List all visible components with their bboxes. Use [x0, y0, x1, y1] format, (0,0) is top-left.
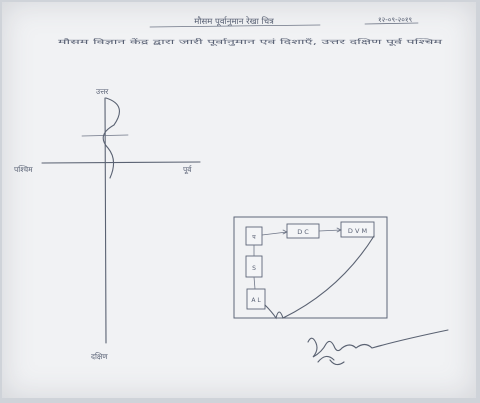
- block-dvm: [340, 221, 375, 238]
- arrowhead-dvm: [336, 227, 342, 233]
- block-dvm-label: D V M: [348, 227, 367, 235]
- page-title: मौसम पूर्वानुमान रेखा चित्र: [194, 16, 274, 27]
- date-text: १२-०९-२०१९: [378, 16, 413, 24]
- arrowhead-dc: [282, 229, 288, 235]
- title-underline: [149, 24, 321, 28]
- signature-scribble: [307, 329, 449, 366]
- block-bottom: [246, 288, 266, 310]
- paper-sheet: [2, 2, 476, 398]
- block-mid-label: S: [252, 265, 256, 272]
- north-label: उत्तर: [96, 87, 109, 96]
- wave-curve: [102, 97, 120, 179]
- arrow-input-dc: [261, 231, 288, 236]
- west-label: पश्चिम: [14, 165, 33, 174]
- link-mid-bottom: [253, 276, 256, 290]
- east-label: पूर्व: [183, 165, 192, 175]
- block-dc-label: D C: [297, 228, 309, 236]
- vertical-axis: [104, 97, 107, 344]
- block-bottom-label: A L: [251, 297, 261, 304]
- south-label: दक्षिण: [91, 352, 108, 361]
- block-diagram-frame: [233, 216, 388, 319]
- subtitle-line: मौसम विज्ञान केंद्र द्वारा जारी पूर्वानु…: [58, 38, 444, 46]
- block-input-label: प: [252, 234, 256, 241]
- short-tick-line: [81, 134, 129, 137]
- arrow-dc-dvm: [318, 229, 342, 232]
- horizontal-axis: [41, 161, 201, 164]
- date-underline: [364, 22, 419, 25]
- response-curve: [264, 235, 375, 320]
